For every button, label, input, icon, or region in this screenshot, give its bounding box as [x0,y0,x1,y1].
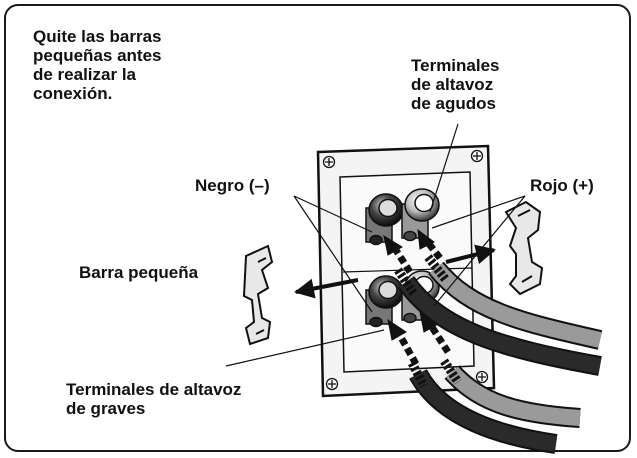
tweeter-terminal-knobs [365,188,440,246]
instruction-text: Quite las barras pequeñas antes de reali… [33,27,162,103]
small-bar-right [504,200,544,296]
red-positive-label: Rojo (+) [530,176,594,195]
tweeter-terminals-label: Terminales de altavoz de agudos [411,56,500,113]
lower-cables [408,358,581,454]
woofer-terminals-label: Terminales de altavoz de graves [66,380,242,418]
upper-cables [394,254,603,376]
black-negative-label: Negro (–) [195,176,270,195]
insertion-arrows [383,228,451,366]
bar-removal-arrows [294,244,496,299]
small-bar-label: Barra pequeña [79,263,199,282]
leader-lines [225,123,526,367]
small-bar-left [242,244,274,346]
plate-screws [322,149,489,391]
